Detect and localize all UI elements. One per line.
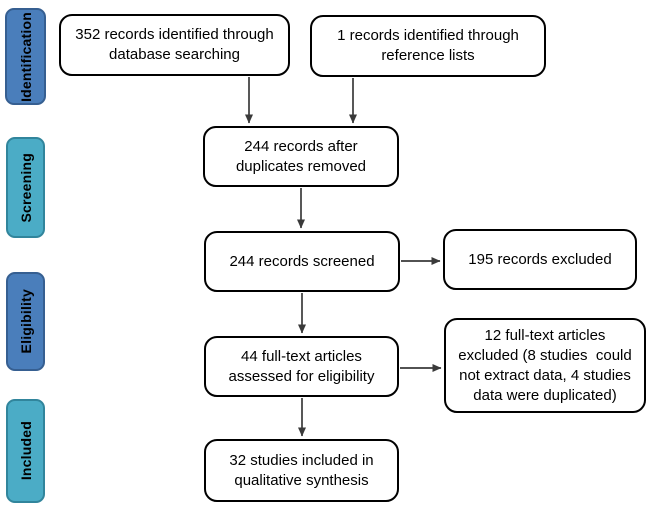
stage-label-identification: Identification — [5, 8, 46, 105]
node-qualitative-synthesis: 32 studies included in qualitative synth… — [204, 439, 399, 502]
node-records-after-duplicates: 244 records after duplicates removed — [203, 126, 399, 187]
stage-label-identification-text: Identification — [17, 11, 34, 102]
node-records-screened: 244 records screened — [204, 231, 400, 292]
stage-label-included-text: Included — [17, 421, 34, 481]
node-records-screened-text: 244 records screened — [229, 252, 375, 270]
stage-label-eligibility-text: Eligibility — [17, 289, 34, 354]
node-records-reference-lists-text: 1 records identified through reference l… — [337, 27, 519, 64]
node-records-database-search-text: 352 records identified through database … — [75, 26, 274, 63]
node-fulltext-excluded-text: 12 full-text articles excluded (8 studie… — [458, 326, 632, 404]
node-records-database-search: 352 records identified through database … — [59, 14, 290, 76]
stage-label-included: Included — [6, 399, 45, 503]
node-records-after-duplicates-text: 244 records after duplicates removed — [235, 137, 367, 175]
stage-label-screening-text: Screening — [17, 152, 34, 223]
node-records-reference-lists: 1 records identified through reference l… — [310, 15, 546, 77]
stage-label-screening: Screening — [6, 137, 45, 238]
node-records-excluded: 195 records excluded — [443, 229, 637, 290]
node-qualitative-synthesis-text: 32 studies included in qualitative synth… — [229, 451, 374, 489]
node-fulltext-excluded: 12 full-text articles excluded (8 studie… — [444, 318, 646, 413]
node-records-excluded-text: 195 records excluded — [468, 250, 612, 268]
stage-label-eligibility: Eligibility — [6, 272, 45, 371]
node-fulltext-assessed: 44 full-text articles assessed for eligi… — [204, 336, 399, 397]
node-fulltext-assessed-text: 44 full-text articles assessed for eligi… — [228, 347, 375, 385]
